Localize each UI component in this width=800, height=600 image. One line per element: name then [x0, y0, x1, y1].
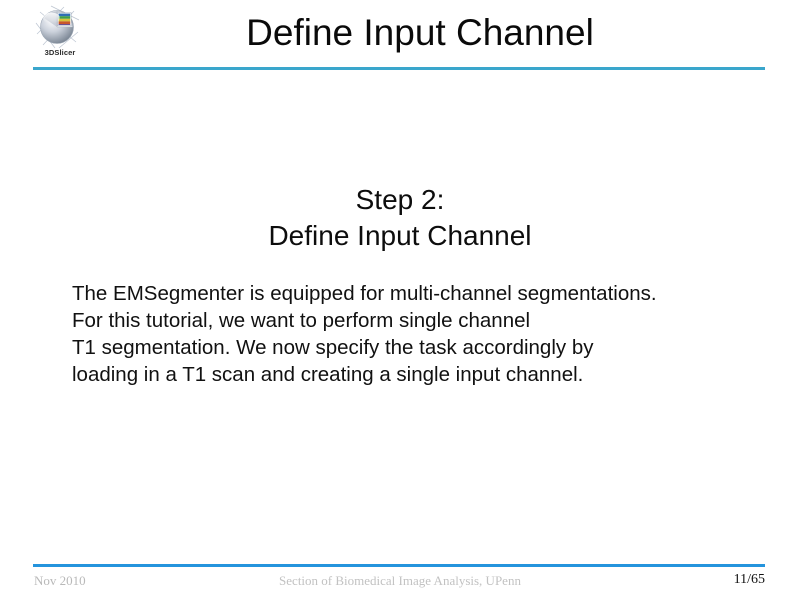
footer-date: Nov 2010 — [34, 573, 86, 588]
footer-divider — [33, 564, 765, 567]
footer-page-number: 11/65 — [733, 572, 765, 587]
body-paragraph: The EMSegmenter is equipped for multi-ch… — [72, 280, 772, 388]
step-heading: Step 2: Define Input Channel — [60, 182, 740, 254]
paragraph-line-2: For this tutorial, we want to perform si… — [72, 309, 531, 332]
page-title: Define Input Channel — [246, 12, 594, 53]
logo-caption: 3DSlicer — [44, 48, 76, 57]
paragraph-line-4: loading in a T1 scan and creating a sing… — [72, 363, 584, 386]
slide-footer: Nov 2010 Section of Biomedical Image Ana… — [0, 552, 800, 600]
footer-affiliation: Section of Biomedical Image Analysis, UP… — [279, 573, 521, 588]
step-heading-line-1: Step 2: — [355, 184, 445, 215]
step-heading-line-2: Define Input Channel — [268, 220, 532, 251]
slide-header: 3DSlicer Define Input Channel — [0, 0, 800, 72]
3dslicer-logo-icon — [34, 4, 82, 50]
paragraph-line-3: T1 segmentation. We now specify the task… — [72, 336, 594, 359]
header-divider — [33, 67, 765, 70]
paragraph-line-1: The EMSegmenter is equipped for multi-ch… — [72, 282, 657, 305]
slide-body: Step 2: Define Input Channel The EMSegme… — [0, 72, 800, 552]
logo-block: 3DSlicer — [30, 4, 88, 64]
